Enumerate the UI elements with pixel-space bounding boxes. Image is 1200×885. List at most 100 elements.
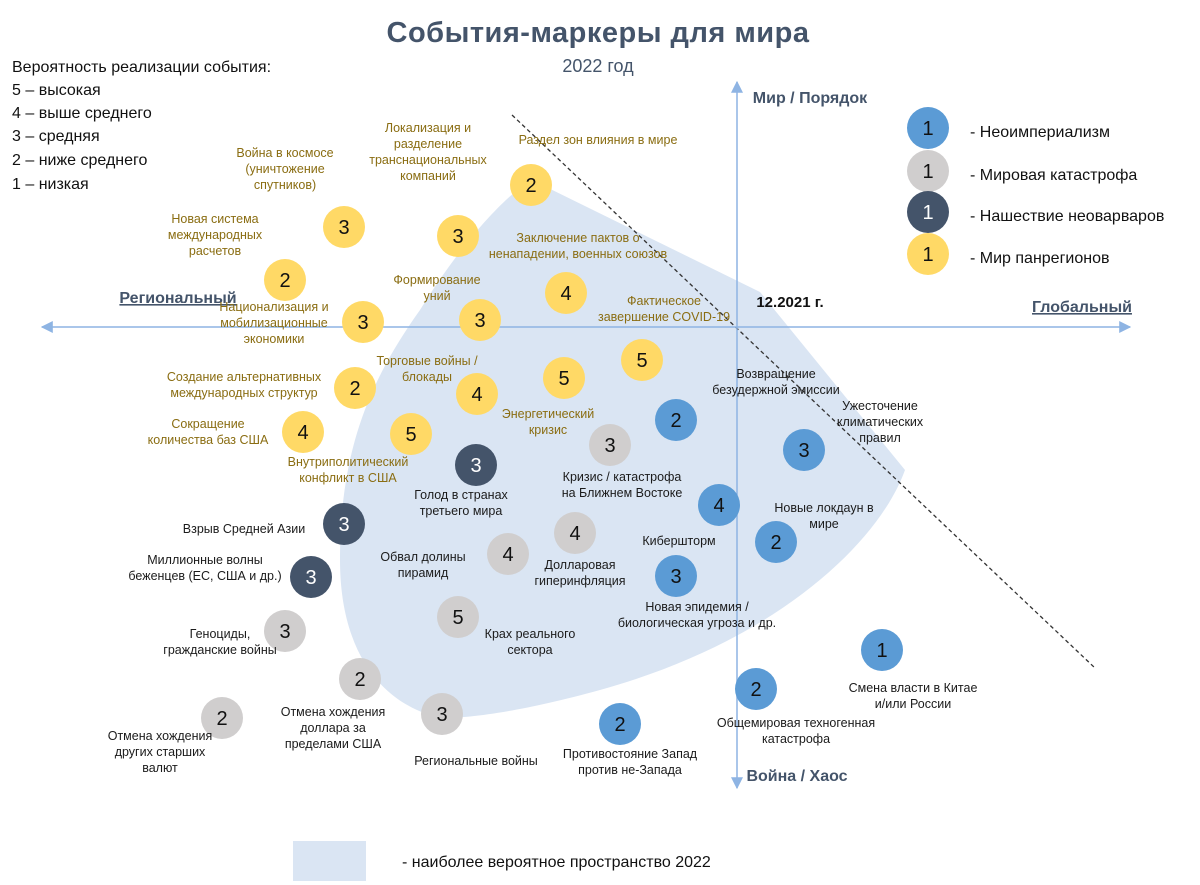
event-circle — [698, 484, 740, 526]
event-label-line: расчетов — [189, 244, 242, 258]
axis-label-right: Глобальный — [1032, 299, 1132, 316]
scale-level: 5 – высокая — [12, 82, 101, 99]
legend-marker — [907, 233, 949, 275]
event-circle — [437, 215, 479, 257]
probability-scale: Вероятность реализации события: 5 – высо… — [12, 59, 271, 193]
event-label-line: количества баз США — [148, 433, 269, 447]
event-circle — [755, 521, 797, 563]
event-label-line: блокады — [402, 370, 452, 384]
event-label-line: правил — [859, 431, 901, 445]
event-probability: 3 — [338, 217, 349, 239]
event-label: Кибершторм — [642, 534, 715, 548]
event-probability: 4 — [560, 283, 571, 305]
footnote-label: - наиболее вероятное пространство 2022 — [402, 854, 711, 871]
event-label-line: Противостояние Запад — [563, 747, 698, 761]
scale-heading: Вероятность реализации события: — [12, 59, 271, 76]
legend-marker — [907, 150, 949, 192]
event-circle — [264, 259, 306, 301]
event-circle — [599, 703, 641, 745]
event-label-line: компаний — [400, 169, 456, 183]
event-probability: 2 — [525, 175, 536, 197]
scale-level: 1 – низкая — [12, 176, 89, 193]
event-probability: 2 — [770, 532, 781, 554]
event-label-line: Энергетический — [502, 407, 594, 421]
legend-number: 1 — [922, 118, 933, 140]
event-circle — [510, 164, 552, 206]
event-label-line: Ужесточение — [842, 399, 918, 413]
event-label-line: третьего мира — [420, 504, 503, 518]
event-circle — [735, 668, 777, 710]
event-label-line: климатических — [837, 415, 924, 429]
event-label: Формирование уний — [393, 273, 480, 303]
event-circle — [554, 512, 596, 554]
event-label-line: Локализация и — [385, 121, 471, 135]
event-label-line: Сокращение — [171, 417, 244, 431]
event-label-line: Смена власти в Китае — [849, 681, 978, 695]
event-label-line: Отмена хождения — [281, 705, 386, 719]
event-probability: 5 — [452, 607, 463, 629]
legend-label: - Мир панрегионов — [970, 250, 1109, 267]
origin-date-label: 12.2021 г. — [756, 294, 823, 311]
event-circle — [861, 629, 903, 671]
page-subtitle: 2022 год — [562, 56, 634, 76]
event-label-line: пирамид — [398, 566, 449, 580]
event-probability: 4 — [569, 523, 580, 545]
event-label-line: уний — [423, 289, 450, 303]
event-probability: 1 — [876, 640, 887, 662]
event-circle — [545, 272, 587, 314]
legend-label: - Неоимпериализм — [970, 124, 1110, 141]
event-probability: 5 — [405, 424, 416, 446]
event-circle — [621, 339, 663, 381]
event-label-line: Кибершторм — [642, 534, 715, 548]
event-label-line: Региональные войны — [414, 754, 538, 768]
event-probability: 3 — [470, 455, 481, 477]
event-circle — [589, 424, 631, 466]
event-circle — [342, 301, 384, 343]
event-probability: 2 — [279, 270, 290, 292]
event-label-line: Формирование — [393, 273, 480, 287]
event-marker-panregions: 2 Раздел зон влияния в мире — [510, 133, 677, 206]
legend-item: 1 - Мировая катастрофа — [907, 150, 1137, 192]
legend-item: 1 - Мир панрегионов — [907, 233, 1109, 275]
event-probability: 3 — [279, 621, 290, 643]
page-title: События-маркеры для мира — [387, 17, 810, 49]
legend-marker — [907, 107, 949, 149]
event-label-line: Крах реального — [485, 627, 576, 641]
event-label-line: Заключение пактов о — [516, 231, 639, 245]
event-circle — [339, 658, 381, 700]
event-probability: 4 — [502, 544, 513, 566]
event-probability: 3 — [357, 312, 368, 334]
event-probability: 3 — [436, 704, 447, 726]
event-label-line: Геноциды, — [190, 627, 251, 641]
event-label-line: Раздел зон влияния в мире — [519, 133, 678, 147]
event-label: Торговые войны /блокады — [376, 354, 478, 384]
event-circle — [655, 399, 697, 441]
